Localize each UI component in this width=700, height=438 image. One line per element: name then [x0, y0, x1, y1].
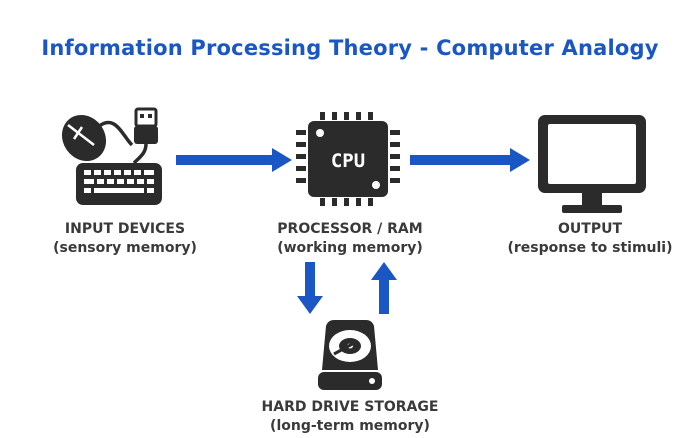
cpu-chip-text: CPU	[331, 150, 365, 172]
arrow-cpu-to-storage	[297, 262, 323, 314]
mouse-icon	[61, 114, 134, 162]
arrow-storage-to-cpu	[371, 262, 397, 314]
processor-label: PROCESSOR / RAM (working memory)	[235, 220, 465, 258]
cpu-chip-icon: CPU	[296, 112, 400, 206]
keyboard-icon	[76, 163, 162, 205]
output-name: OUTPUT	[558, 221, 622, 237]
arrow-input-to-cpu	[176, 148, 292, 172]
keyboard-mouse-usb-icon	[61, 107, 162, 205]
processor-name: PROCESSOR / RAM	[277, 221, 423, 237]
monitor-icon	[538, 115, 646, 213]
output-label: OUTPUT (response to stimuli)	[480, 220, 700, 258]
arrow-cpu-to-output	[410, 148, 530, 172]
processor-desc: (working memory)	[277, 240, 423, 256]
usb-plug-icon	[132, 107, 158, 165]
storage-name: HARD DRIVE STORAGE	[261, 399, 439, 415]
diagram-title: Information Processing Theory - Computer…	[41, 36, 659, 60]
input-devices-desc: (sensory memory)	[53, 240, 197, 256]
storage-desc: (long-term memory)	[270, 418, 430, 434]
input-devices-label: INPUT DEVICES (sensory memory)	[10, 220, 240, 258]
storage-label: HARD DRIVE STORAGE (long-term memory)	[225, 398, 475, 436]
hard-drive-icon	[318, 320, 382, 390]
output-desc: (response to stimuli)	[507, 240, 673, 256]
input-devices-name: INPUT DEVICES	[64, 221, 186, 237]
